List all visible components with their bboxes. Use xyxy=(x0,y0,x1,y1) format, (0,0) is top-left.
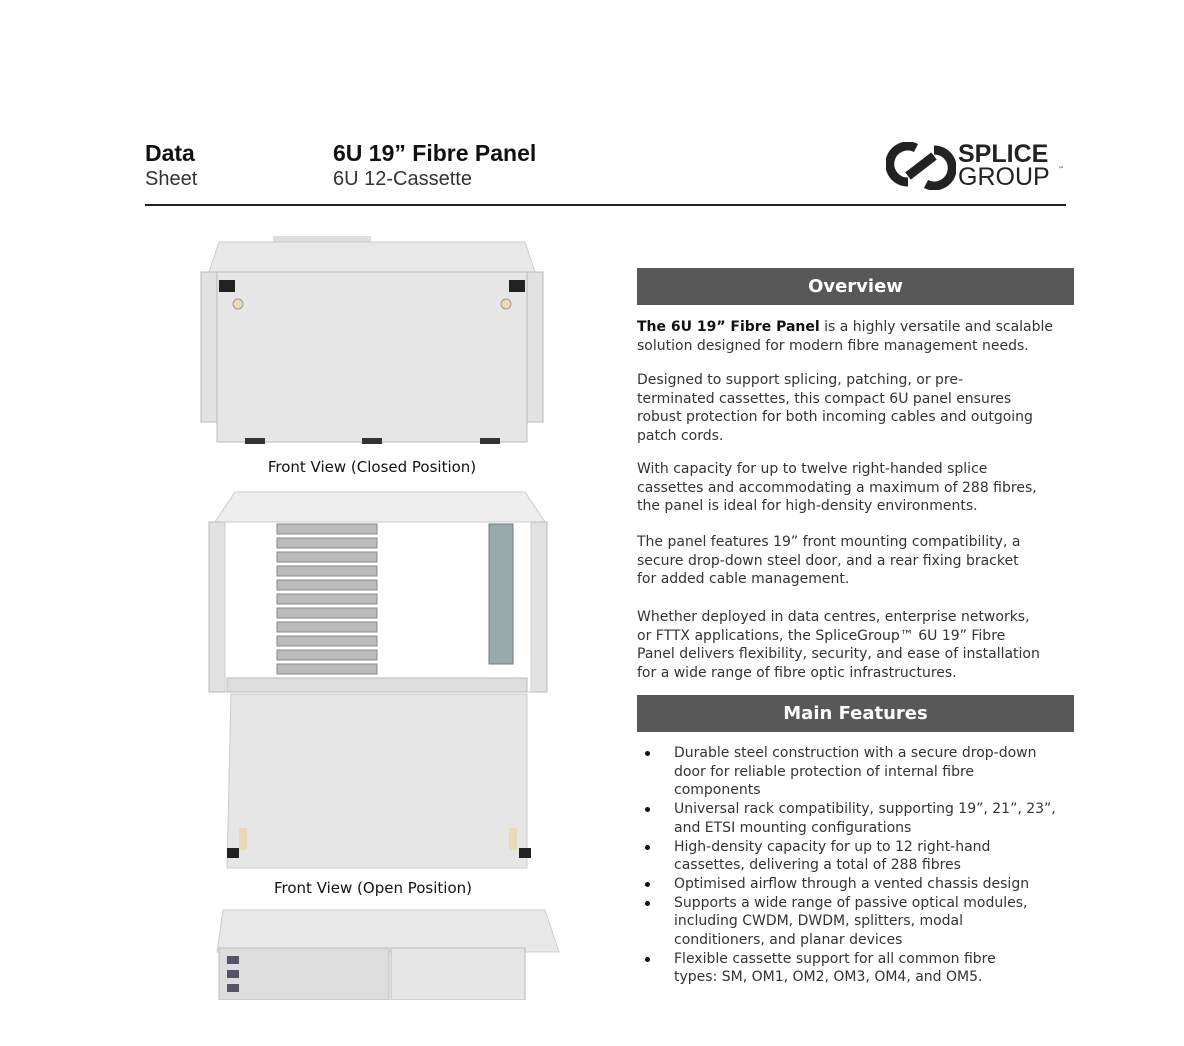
bullet-icon xyxy=(645,956,650,962)
feature-item: Flexible cassette support for all common… xyxy=(637,950,1082,987)
text-line: robust protection for both incoming cabl… xyxy=(637,409,1033,426)
overview-paragraph: Whether deployed in data centres, enterp… xyxy=(637,608,1082,683)
page-subtitle: 6U 12-Cassette xyxy=(333,168,472,190)
text-line: Universal rack compatibility, supporting… xyxy=(674,801,1056,818)
bullet-icon xyxy=(645,900,650,906)
intro-line2: solution designed for modern fibre manag… xyxy=(637,337,1029,354)
text-line: or FTTX applications, the SpliceGroup™ 6… xyxy=(637,627,1006,644)
text-line: and ETSI mounting configurations xyxy=(674,819,912,836)
text-line: Optimised airflow through a vented chass… xyxy=(674,875,1030,892)
text-line: Supports a wide range of passive optical… xyxy=(674,894,1028,911)
feature-item: Optimised airflow through a vented chass… xyxy=(637,875,1082,894)
feature-item: Supports a wide range of passive optical… xyxy=(637,894,1082,950)
text-line: Whether deployed in data centres, enterp… xyxy=(637,609,1030,625)
text-line: for a wide range of fibre optic infrastr… xyxy=(637,665,957,682)
doc-type-sub: Sheet xyxy=(145,168,198,190)
text-line: for added cable management. xyxy=(637,571,850,588)
intro-bold: The 6U 19” Fibre Panel xyxy=(637,319,820,335)
overview-heading: Overview xyxy=(637,268,1074,305)
features-heading: Main Features xyxy=(637,695,1074,732)
text-line: components xyxy=(674,782,761,799)
text-line: Flexible cassette support for all common… xyxy=(674,950,996,967)
text-line: The panel features 19” front mounting co… xyxy=(637,534,1021,550)
feature-item: High-density capacity for up to 12 right… xyxy=(637,838,1082,875)
bullet-icon xyxy=(645,881,650,887)
logo-text-splice: SPLICE xyxy=(958,140,1049,168)
header-divider xyxy=(145,204,1066,206)
text-line: Designed to support splicing, patching, … xyxy=(637,372,964,388)
features-list: Durable steel construction with a secure… xyxy=(637,744,1082,987)
splice-group-logo: SPLICE GROUP ™ xyxy=(886,142,1066,192)
bullet-icon xyxy=(645,807,650,813)
panel-rear-image xyxy=(216,909,560,1000)
text-line: conditioners, and planar devices xyxy=(674,932,903,949)
text-line: Durable steel construction with a secure… xyxy=(674,745,1037,761)
text-line: door for reliable protection of internal… xyxy=(674,763,975,780)
text-line: terminated cassettes, this compact 6U pa… xyxy=(637,390,1012,407)
panel-open-image xyxy=(208,491,548,869)
panel-closed-image xyxy=(200,236,544,444)
text-line: High-density capacity for up to 12 right… xyxy=(674,838,991,855)
logo-mark-icon xyxy=(886,142,956,190)
doc-type-label: Data xyxy=(145,140,195,166)
text-line: including CWDM, DWDM, splitters, modal xyxy=(674,913,964,930)
text-line: secure drop-down steel door, and a rear … xyxy=(637,552,1019,569)
feature-item: Durable steel construction with a secure… xyxy=(637,744,1082,800)
bullet-icon xyxy=(645,844,650,850)
text-line: cassettes, delivering a total of 288 fib… xyxy=(674,857,961,874)
text-line: the panel is ideal for high-density envi… xyxy=(637,498,978,515)
text-line: patch cords. xyxy=(637,428,724,445)
image-caption-open: Front View (Open Position) xyxy=(273,879,472,897)
text-line: types: SM, OM1, OM2, OM3, OM4, and OM5. xyxy=(674,969,983,986)
bullet-icon xyxy=(645,751,650,756)
overview-paragraph: The panel features 19” front mounting co… xyxy=(637,533,1082,589)
text-line: cassettes and accommodating a maximum of… xyxy=(637,479,1037,496)
text-line: Panel delivers flexibility, security, an… xyxy=(637,646,1040,663)
logo-tm: ™ xyxy=(1058,166,1064,173)
feature-item: Universal rack compatibility, supporting… xyxy=(637,800,1082,837)
overview-intro: The 6U 19” Fibre Panel is a highly versa… xyxy=(637,318,1082,355)
intro-rest: is a highly versatile and scalable xyxy=(819,319,1054,335)
logo-text-group: GROUP xyxy=(958,163,1050,191)
image-caption-closed: Front View (Closed Position) xyxy=(267,458,477,476)
text-line: With capacity for up to twelve right-han… xyxy=(637,461,988,477)
overview-paragraph: With capacity for up to twelve right-han… xyxy=(637,460,1082,516)
page-title: 6U 19” Fibre Panel xyxy=(333,140,537,166)
overview-paragraph: Designed to support splicing, patching, … xyxy=(637,371,1082,446)
